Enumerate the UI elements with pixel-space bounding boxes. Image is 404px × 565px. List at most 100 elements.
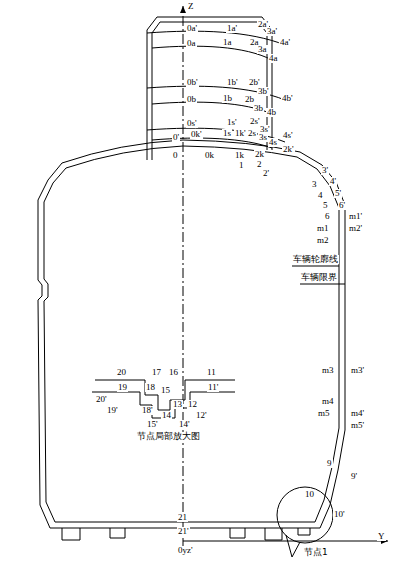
pantograph-gauge: [147, 17, 272, 160]
point-label: 3b': [257, 87, 270, 96]
point-label: Y: [377, 532, 386, 541]
point-label: 6': [338, 201, 346, 210]
point-label: 2: [256, 160, 263, 169]
point-label: m4': [350, 409, 365, 418]
point-label: 2k': [282, 145, 295, 154]
point-label: m2': [348, 224, 363, 233]
point-label: m3': [350, 366, 365, 375]
point-label: 1s': [226, 118, 238, 127]
point-label: 2': [262, 169, 270, 178]
point-label: 9': [350, 472, 358, 481]
z-axis: [183, 6, 184, 548]
point-label: 11': [207, 383, 219, 392]
detail-circle: [277, 487, 333, 543]
point-label: 11: [206, 368, 217, 377]
y-axis: [183, 541, 388, 542]
point-label: 4: [317, 191, 324, 200]
point-label: 14': [178, 420, 191, 429]
point-label: m4: [321, 397, 335, 406]
vehicle-profile-line: [44, 146, 339, 522]
point-label: 3b: [253, 104, 264, 113]
point-label: 2s: [247, 129, 257, 138]
point-label: 0: [172, 151, 179, 160]
point-label: 0k: [204, 151, 215, 160]
point-label: 0k': [190, 130, 203, 139]
point-label: 16: [168, 368, 179, 377]
point-label: m5': [350, 421, 365, 430]
point-label: 21': [177, 527, 190, 536]
point-label: 4s: [268, 138, 278, 147]
point-label: 20': [95, 395, 108, 404]
point-label: 4b': [281, 94, 294, 103]
point-label: 14: [161, 411, 172, 420]
point-label: 0yz': [177, 546, 194, 555]
point-label: 18: [145, 383, 156, 392]
point-label: 车辆限界: [300, 273, 338, 282]
point-label: 0s': [186, 119, 198, 128]
point-label: 1s: [222, 129, 232, 138]
point-label: 21: [177, 513, 188, 522]
point-label: 5': [334, 189, 342, 198]
point-label: 2k: [254, 150, 265, 159]
point-label: 3: [311, 180, 318, 189]
point-label: m1: [316, 224, 330, 233]
point-label: 5: [322, 201, 329, 210]
point-label: 2b': [248, 78, 261, 87]
point-label: 车辆轮廓线: [292, 255, 339, 264]
point-label: m1': [348, 212, 363, 221]
underframe-part: [298, 528, 310, 535]
point-label: 3a: [257, 45, 268, 54]
point-label: m2: [316, 236, 330, 245]
curve-a: [152, 46, 272, 60]
point-label: 节点局部放大图: [136, 432, 201, 441]
point-label: 19': [106, 406, 119, 415]
point-label: 12': [195, 411, 208, 420]
curve-b: [152, 102, 272, 114]
point-label: 1: [238, 161, 245, 170]
point-label: 3s: [258, 133, 268, 142]
point-label: 1k': [234, 129, 247, 138]
point-label: 10: [304, 490, 315, 499]
point-label: 4b: [266, 108, 277, 117]
underframe-part: [62, 528, 80, 540]
curve-b-prime: [147, 86, 285, 100]
point-label: 12: [187, 400, 198, 409]
point-label: 20: [116, 368, 127, 377]
point-label: 节点1: [303, 548, 329, 557]
point-label: 2b: [244, 95, 255, 104]
leader-line: [300, 284, 345, 285]
point-label: 18': [141, 406, 154, 415]
point-label: Z: [187, 2, 195, 11]
point-label: 0a': [186, 24, 198, 33]
leader-line: [292, 266, 339, 267]
vehicle-gauge-line: [38, 140, 345, 528]
point-label: 15: [160, 386, 171, 395]
point-label: 3a': [266, 27, 278, 36]
point-label: 13: [172, 400, 183, 409]
point-label: 0a: [186, 39, 197, 48]
curve-a-prime: [147, 31, 285, 45]
point-label: 1b: [222, 94, 233, 103]
point-label: 6: [324, 212, 331, 221]
point-label: 0': [172, 133, 180, 142]
callout-tail: [286, 535, 300, 557]
point-label: 17: [151, 368, 162, 377]
point-label: 0b': [186, 78, 199, 87]
point-label: m5: [317, 409, 331, 418]
point-label: 19: [117, 383, 128, 392]
point-label: 4': [329, 177, 337, 186]
point-label: 15': [146, 420, 159, 429]
underframe-part: [265, 528, 282, 540]
point-label: 1b': [226, 78, 239, 87]
underframe-part: [230, 528, 245, 538]
point-label: 3': [321, 166, 329, 175]
point-label: 1a: [222, 38, 233, 47]
point-label: 10': [333, 510, 346, 519]
point-label: 4a': [279, 38, 291, 47]
point-label: m3: [321, 366, 335, 375]
point-label: 1a': [226, 24, 238, 33]
point-label: 1k: [234, 151, 245, 160]
point-label: 0b: [186, 95, 197, 104]
point-label: 4s': [282, 131, 294, 140]
